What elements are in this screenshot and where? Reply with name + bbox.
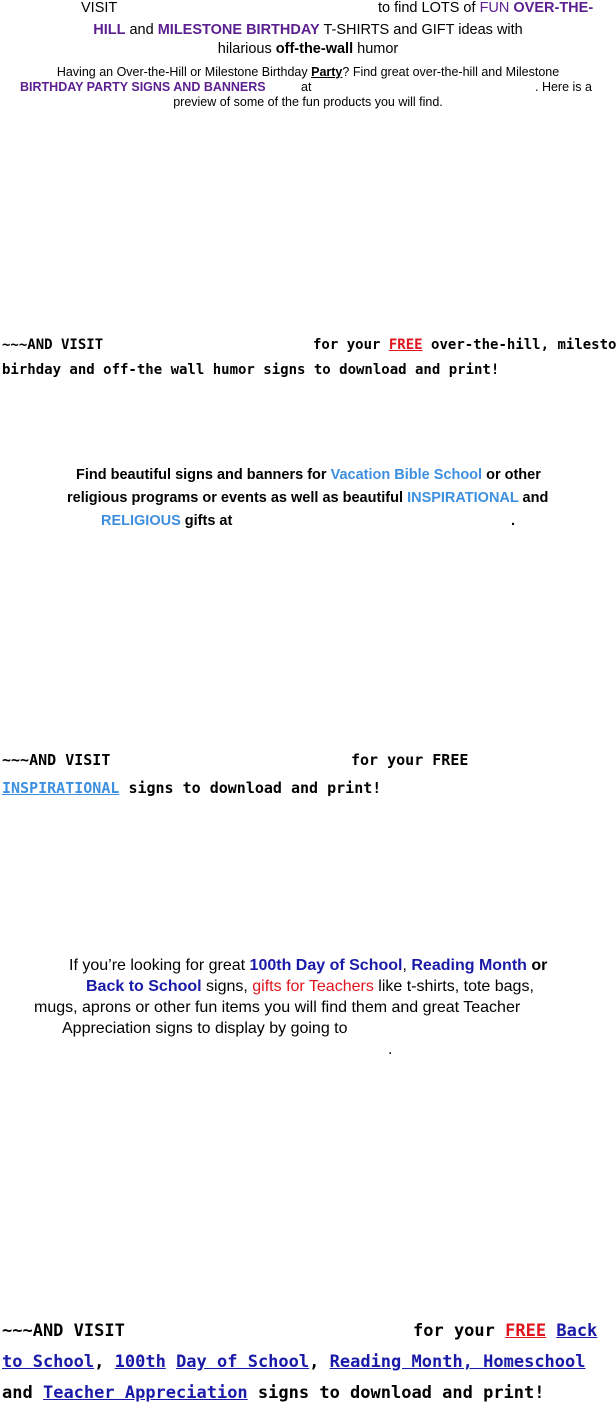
gifts-for-teachers-link[interactable]: gifts for Teachers: [252, 978, 374, 995]
intro-line-3: hilarious off-the-wall humor: [0, 41, 616, 57]
100th-day-link[interactable]: 100th Day of School: [249, 957, 403, 974]
at-text: at: [301, 80, 312, 94]
inspirational-signs-link[interactable]: INSPIRATIONAL: [2, 779, 120, 797]
hilarious-text: hilarious: [217, 41, 272, 57]
preview-text: preview of some of the fun products you …: [173, 95, 443, 109]
humor-text: humor: [357, 41, 399, 57]
find-beautiful-text: Find beautiful signs and banners for: [76, 467, 327, 483]
and-text: and: [522, 490, 549, 506]
looking-for-text: If you’re looking for great: [69, 957, 246, 974]
for-your-free-text: for your FREE: [351, 751, 469, 769]
party-paragraph: Having an Over-the-Hill or Milestone Bir…: [0, 65, 616, 110]
and-visit-text: ~~~AND VISIT: [2, 1321, 125, 1341]
free-signs-callout: ~~~AND VISIT for your FREE over-the-hill…: [0, 333, 616, 383]
to-school-link[interactable]: to School: [2, 1352, 95, 1372]
period-text: .: [511, 513, 516, 529]
back-link[interactable]: Back: [556, 1321, 598, 1341]
milestone-birthday-text: MILESTONE BIRTHDAY: [157, 22, 320, 38]
100th-link[interactable]: 100th: [114, 1352, 166, 1372]
and-text: and: [2, 1383, 33, 1403]
reading-month-link[interactable]: Reading Month: [411, 957, 527, 974]
or-text: or: [531, 957, 548, 974]
fun-text: FUN: [479, 0, 510, 16]
tshirts-totes-text: like t-shirts, tote bags,: [378, 978, 534, 995]
party-intro-text: Having an Over-the-Hill or Milestone Bir…: [56, 65, 308, 79]
free-link[interactable]: FREE: [505, 1321, 547, 1341]
party-link[interactable]: Party: [311, 65, 343, 79]
religious-paragraph: Find beautiful signs and banners for Vac…: [0, 464, 616, 533]
signs-download-text: signs to download and print!: [257, 1383, 545, 1403]
intro-line-1: VISIT to find LOTS of FUN OVER-THE-: [0, 0, 616, 20]
appreciation-signs-text: Appreciation signs to display by going t…: [62, 1020, 348, 1037]
intro-line-2: HILL and MILESTONE BIRTHDAY T-SHIRTS and…: [0, 22, 616, 38]
visit-text: VISIT: [81, 0, 118, 16]
here-is-text: . Here is a: [535, 80, 592, 94]
over-the-hill-milestone-text: over-the-hill, milestone: [431, 337, 616, 353]
party-signs-link[interactable]: BIRTHDAY PARTY SIGNS AND BANNERS: [20, 80, 266, 94]
religious-programs-text: religious programs or events as well as …: [67, 490, 404, 506]
period-text: .: [388, 1041, 393, 1058]
comma-text: ,: [94, 1352, 105, 1372]
teacher-appreciation-link[interactable]: Teacher Appreciation: [42, 1383, 248, 1403]
comma-text: ,: [402, 957, 407, 974]
for-your-text: for your: [413, 1321, 495, 1341]
inspirational-callout: ~~~AND VISIT for your FREE INSPIRATIONAL…: [0, 746, 616, 802]
teacher-callout: ~~~AND VISIT for your FREE Back to Schoo…: [0, 1316, 616, 1409]
free-link[interactable]: FREE: [388, 337, 423, 353]
gifts-at-text: gifts at: [184, 513, 233, 529]
and-text: and: [129, 22, 154, 38]
vbs-link[interactable]: Vacation Bible School: [330, 467, 483, 483]
party-find-text: ? Find great over-the-hill and Milestone: [342, 65, 560, 79]
mugs-aprons-text: mugs, aprons or other fun items you will…: [34, 999, 521, 1016]
for-your-text: for your: [313, 337, 381, 353]
over-the-hill-text: OVER-THE-: [513, 0, 594, 16]
find-lots-text: to find LOTS of: [378, 0, 476, 16]
comma-text: ,: [309, 1352, 320, 1372]
tshirts-text: T-SHIRTS and GIFT ideas with: [323, 22, 523, 38]
religious-link[interactable]: RELIGIOUS: [101, 513, 181, 529]
signs-download-text: signs to download and print!: [128, 779, 382, 797]
birthday-humor-text: birhday and off-the wall humor signs to …: [2, 362, 500, 378]
inspirational-link[interactable]: INSPIRATIONAL: [407, 490, 519, 506]
teacher-paragraph: If you’re looking for great 100th Day of…: [0, 955, 616, 1060]
and-visit-text: ~~~AND VISIT: [2, 337, 104, 353]
signs-text: signs,: [206, 978, 248, 995]
and-visit-text: ~~~AND VISIT: [2, 751, 111, 769]
off-the-wall-text: off-the-wall: [275, 41, 354, 57]
back-to-school-link[interactable]: Back to School: [86, 978, 202, 995]
or-other-text: or other: [486, 467, 541, 483]
day-of-school-link[interactable]: Day of School: [176, 1352, 310, 1372]
reading-month-homeschool-link[interactable]: Reading Month, Homeschool: [329, 1352, 586, 1372]
hill-text: HILL: [93, 22, 126, 38]
